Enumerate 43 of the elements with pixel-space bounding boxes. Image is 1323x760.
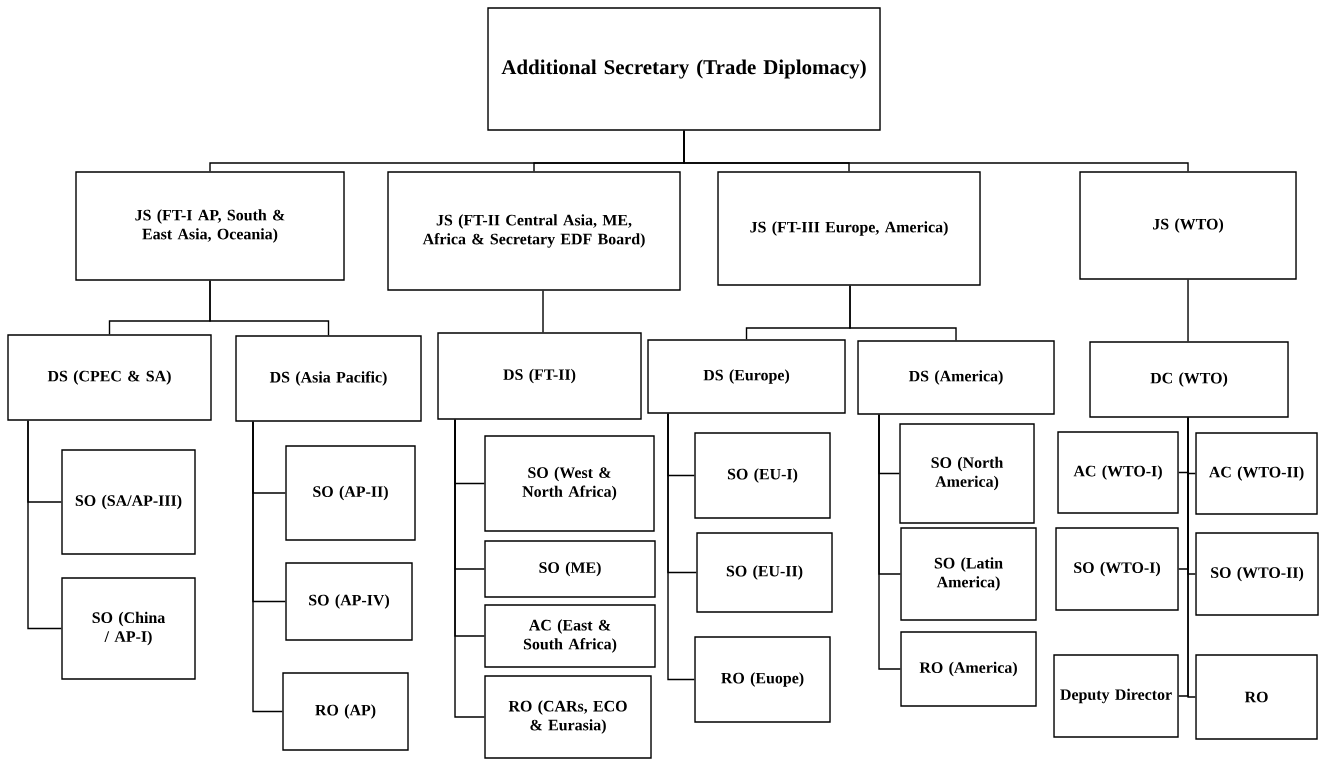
position-box: SO (China / AP-I) [61,577,196,680]
position-box: RO (America) [900,631,1037,707]
connector-line [454,419,485,718]
connector-line [27,420,62,630]
position-box: SO (North America) [899,423,1035,524]
position-box: DC (WTO) [1089,341,1289,418]
position-box: SO (EU-I) [694,432,831,519]
position-box: DS (FT-II) [437,332,642,420]
position-box: DS (CPEC & SA) [7,334,212,421]
connector-line [849,285,957,341]
position-box: RO (AP) [282,672,409,751]
connector-line [209,280,330,336]
position-box: SO (ME) [484,540,656,598]
position-box: AC (WTO-II) [1195,432,1318,515]
position-box: SO (Latin America) [900,527,1037,621]
connector-line [1187,417,1196,698]
connector-line [252,421,283,713]
position-box: JS (WTO) [1079,171,1297,280]
position-box: SO (SA/AP-III) [61,449,196,555]
connector-line [667,413,695,681]
position-box: Deputy Director [1053,654,1179,738]
position-box: SO (WTO-I) [1055,527,1179,611]
position-box: JS (FT-II Central Asia, ME, Africa & Secretary EDF Board) [387,171,681,291]
connector-line [683,130,1189,172]
position-box: AC (East & South Africa) [484,604,656,668]
position-box: JS (FT-I AP, South & East Asia, Oceania) [75,171,345,281]
position-box: RO (Euope) [694,636,831,723]
position-box: SO (WTO-II) [1195,532,1319,616]
position-box: SO (West & North Africa) [484,435,655,532]
position-box: JS (FT-III Europe, America) [717,171,981,286]
position-box: RO [1195,654,1318,740]
position-box: SO (EU-II) [696,532,833,613]
position-box: DS (Europe) [647,339,846,414]
connector-line [542,290,544,333]
title-box: Additional Secretary (Trade Diplomacy) [487,7,881,131]
position-box: DS (America) [857,340,1055,415]
position-box: SO (AP-IV) [285,562,413,641]
position-box: DS (Asia Pacific) [235,335,422,422]
position-box: RO (CARs, ECO & Eurasia) [484,675,652,759]
connector-line [1187,279,1189,342]
position-box: AC (WTO-I) [1057,431,1179,514]
position-box: SO (AP-II) [285,445,416,541]
connector-line [878,414,901,670]
